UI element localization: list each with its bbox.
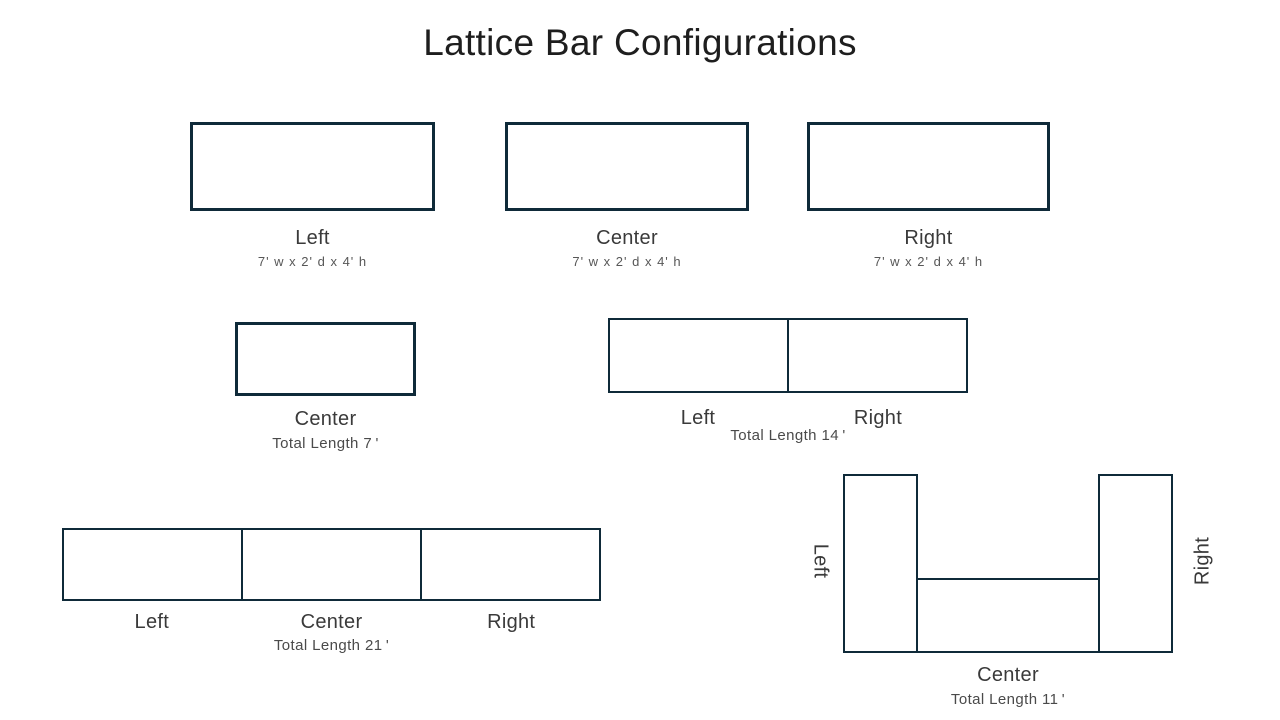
bar-label: Center <box>300 611 363 633</box>
bar-rect-left-right <box>608 318 968 393</box>
bar-label: Center <box>294 408 357 430</box>
bar-rect-u-right <box>1098 474 1173 653</box>
single-bar-unit-right: Right 7' w x 2' d x 4' h <box>807 122 1050 269</box>
config-left-center-right: Left Center Right Total Length 21 ' <box>62 528 601 654</box>
bar-label: Right <box>904 227 953 249</box>
page-title: Lattice Bar Configurations <box>423 22 857 63</box>
bar-dimensions: 7' w x 2' d x 4' h <box>873 254 984 269</box>
bar-rect-center <box>505 122 749 211</box>
single-bar-unit-center: Center 7' w x 2' d x 4' h <box>505 122 749 269</box>
bar-rect-left <box>190 122 435 211</box>
bar-dimensions: 7' w x 2' d x 4' h <box>572 254 682 269</box>
bar-segment-right <box>420 530 599 599</box>
total-length-label: Total Length 21 ' <box>273 637 390 654</box>
bar-label: Left <box>295 227 330 249</box>
total-length-label: Total Length 14 ' <box>730 427 846 444</box>
bar-rect-center-only <box>235 322 416 396</box>
bar-label: Center <box>596 227 658 249</box>
bar-rect-u-left <box>843 474 918 653</box>
config-center-only: Center Total Length 7 ' <box>235 322 416 452</box>
bar-label: Center <box>977 664 1039 686</box>
bar-rect-left-center-right <box>62 528 601 601</box>
bar-segment-right <box>787 320 966 391</box>
bar-label-vertical-right: Right <box>1191 536 1214 586</box>
config-left-right: Left Right Total Length 14 ' <box>608 318 968 444</box>
bar-rect-u-center <box>918 578 1098 653</box>
bar-rect-right <box>807 122 1050 211</box>
single-bar-unit-left: Left 7' w x 2' d x 4' h <box>190 122 435 269</box>
total-length-label: Total Length 11 ' <box>950 691 1066 708</box>
bar-label: Right <box>853 407 903 429</box>
bar-label: Right <box>487 611 536 633</box>
bar-dimensions: 7' w x 2' d x 4' h <box>257 254 368 269</box>
total-length-label: Total Length 7 ' <box>272 435 379 452</box>
bar-label-vertical-left: Left <box>809 543 832 579</box>
bar-label: Left <box>134 611 170 633</box>
bar-label: Left <box>680 407 716 429</box>
bar-segment-center <box>241 530 420 599</box>
